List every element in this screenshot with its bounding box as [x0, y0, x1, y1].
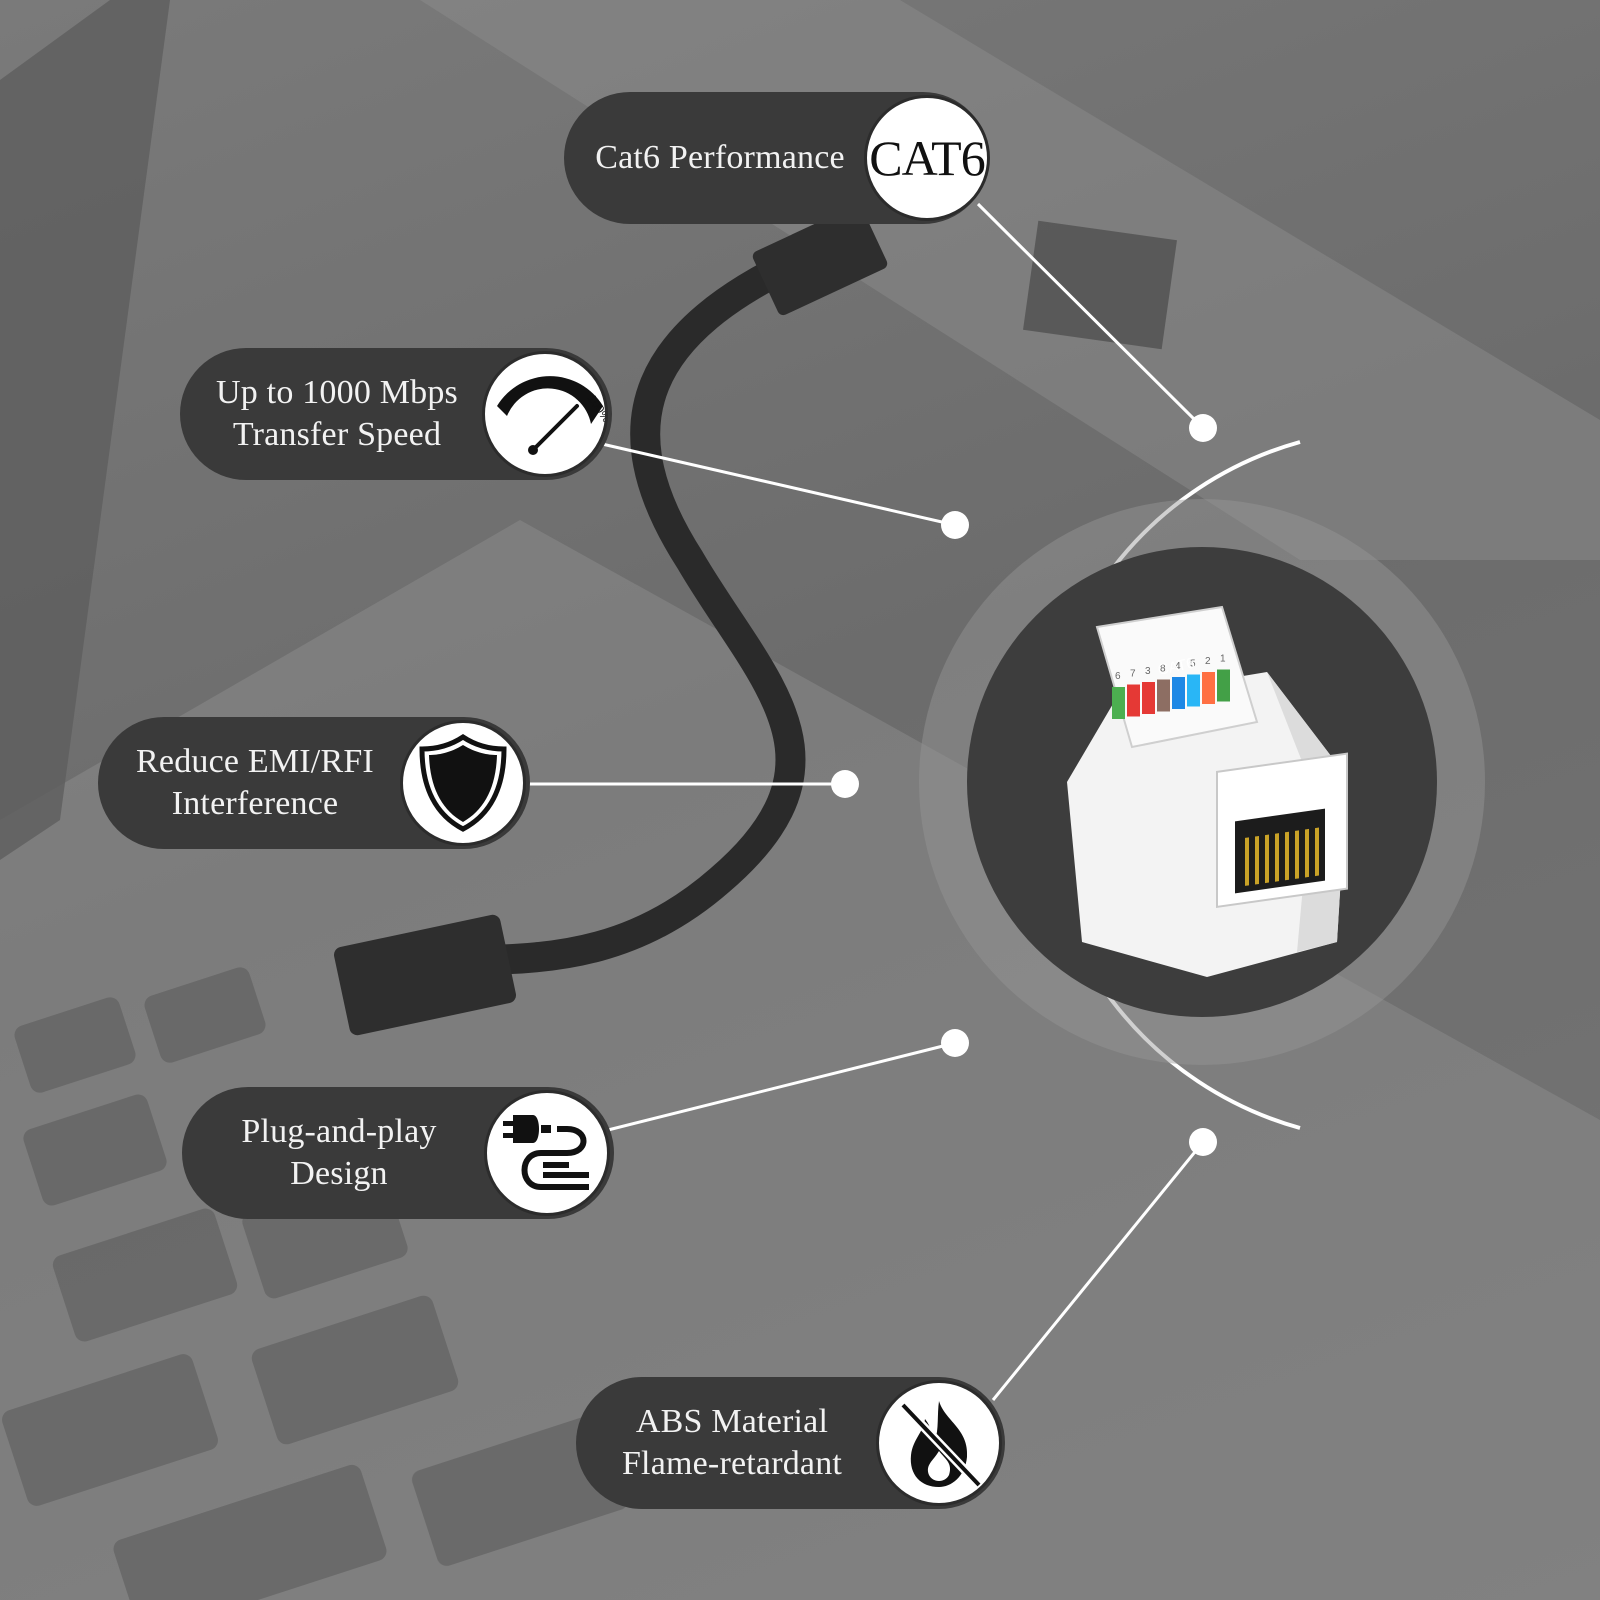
cat6-badge-text: CAT6 — [869, 130, 985, 186]
pin-number-label: 8 — [1160, 664, 1166, 675]
pin-number-label: 4 — [1175, 661, 1181, 672]
feature-pill-cat6: Cat6 Performance CAT6 — [564, 92, 990, 224]
cat6-text-icon: CAT6 — [864, 95, 990, 221]
pin-number-label: 3 — [1145, 666, 1151, 677]
feature-label-emi: Reduce EMI/RFI Interference — [136, 743, 374, 822]
node-dot-plug — [941, 1029, 969, 1057]
pin-number-label: 6 — [1115, 671, 1121, 682]
pin-number-label: 5 — [1190, 659, 1196, 670]
pin-number-label: 7 — [1130, 669, 1136, 680]
no-flame-graphic — [899, 1401, 983, 1489]
wire-color-slot — [1172, 677, 1185, 709]
shield-graphic — [419, 733, 507, 832]
connector-line-cat6 — [976, 202, 1205, 430]
usb-plug — [333, 914, 517, 1036]
speedometer-graphic: 100% — [497, 376, 605, 455]
wire-color-slot — [1217, 669, 1230, 702]
node-dot-cat6 — [1189, 414, 1217, 442]
feature-label-speed: Up to 1000 Mbps Transfer Speed — [216, 374, 458, 453]
keyboard-keys — [2, 967, 628, 1600]
feature-label-abs: ABS Material Flame-retardant — [621, 1403, 843, 1482]
node-dot-emi — [831, 770, 859, 798]
feature-pill-plug: Plug-and-play Design — [182, 1087, 614, 1219]
cable-plug-top — [752, 204, 888, 316]
feature-label-cat6: Cat6 Performance — [595, 139, 845, 176]
connector-line-abs — [991, 1141, 1205, 1401]
cable — [455, 245, 815, 975]
laptop-screen-edge — [0, 0, 170, 860]
no-flame-icon — [876, 1380, 1002, 1506]
plug-cable-icon — [484, 1090, 610, 1216]
wire-color-slot — [1112, 687, 1125, 719]
feature-label-plug: Plug-and-play Design — [241, 1113, 437, 1192]
plug-cable-graphic — [503, 1115, 589, 1190]
wire-color-slot — [1127, 684, 1140, 717]
wire-color-slot — [1157, 679, 1170, 712]
jack-body — [1067, 672, 1347, 977]
feature-pill-speed: Up to 1000 Mbps Transfer Speed 100% — [180, 348, 612, 480]
wire-color-slot — [1202, 672, 1215, 704]
feature-pill-abs: ABS Material Flame-retardant — [576, 1377, 1005, 1509]
node-dot-speed — [941, 511, 969, 539]
wire-color-slot — [1142, 682, 1155, 714]
pin-number-label: 2 — [1205, 656, 1211, 667]
ethernet-port — [1023, 220, 1177, 350]
pin-number-label: 1 — [1220, 654, 1226, 665]
node-dot-abs — [1189, 1128, 1217, 1156]
gold-contacts — [1245, 827, 1319, 886]
feature-pill-emi: Reduce EMI/RFI Interference — [98, 717, 530, 849]
wire-color-slot — [1187, 674, 1200, 707]
speedometer-icon: 100% — [482, 351, 608, 477]
connector-line-speed — [601, 442, 956, 527]
shield-icon — [400, 720, 526, 846]
connector-line-plug — [607, 1041, 956, 1132]
